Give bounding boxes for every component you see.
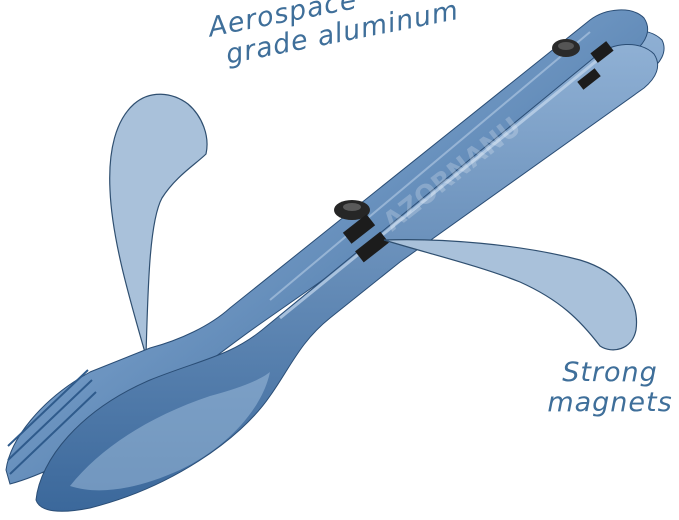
fork-tines <box>7 369 97 475</box>
magnets-line-2: magnets <box>547 387 673 419</box>
spoon <box>35 43 659 512</box>
handle-highlight <box>279 56 601 320</box>
handle-highlight-2 <box>269 31 591 301</box>
material-callout-bubble <box>109 93 208 357</box>
magnets-callout-bubble <box>383 239 638 351</box>
magnets-line-1: Strong <box>562 357 658 388</box>
spoon-bowl-highlight <box>70 372 270 491</box>
magnet-middle <box>334 200 389 263</box>
magnets-callout-text: Strong magnets <box>540 357 679 419</box>
magnet-top <box>552 39 614 90</box>
